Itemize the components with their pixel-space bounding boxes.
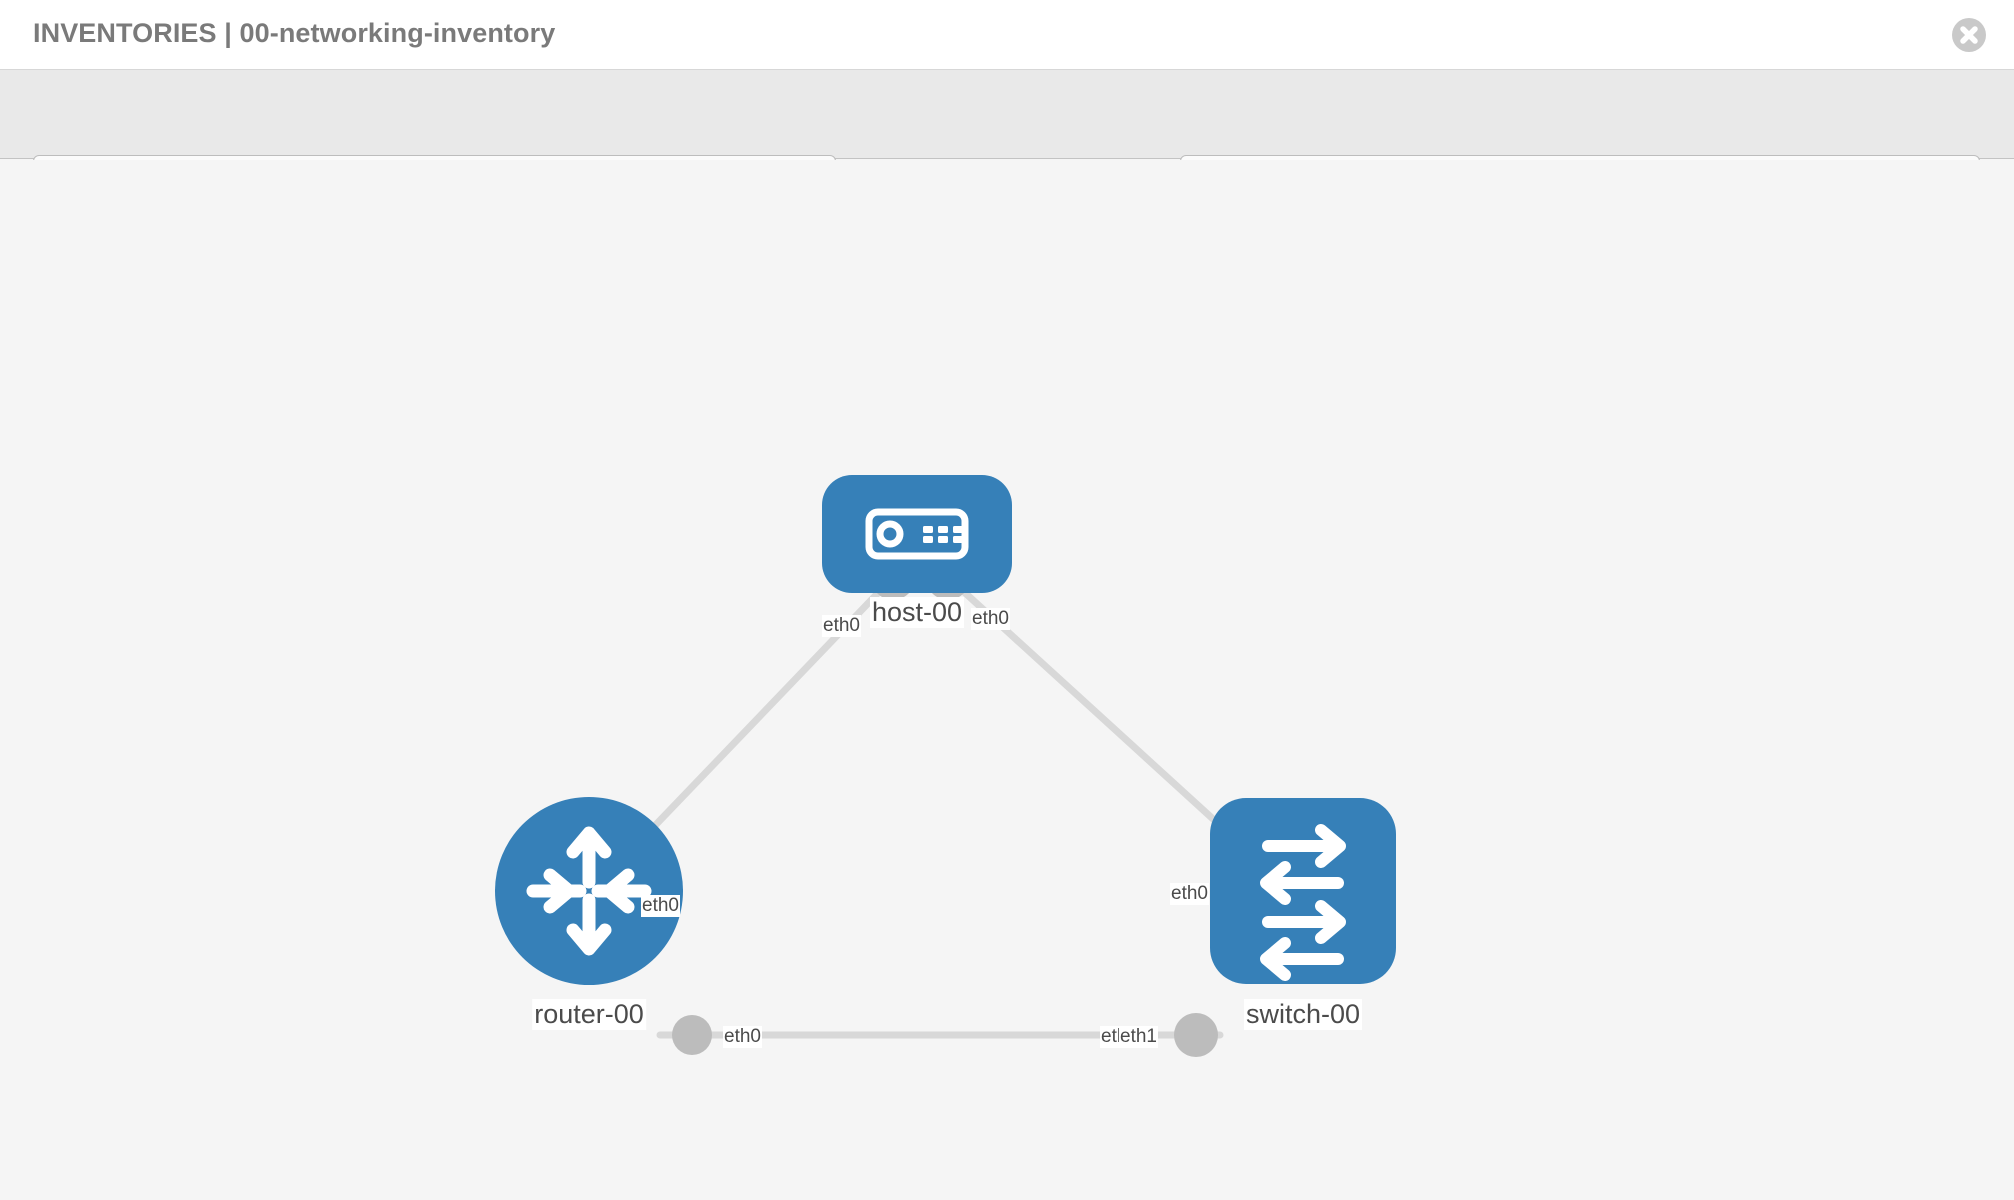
node-label-host-00: host-00	[869, 597, 965, 628]
topology-graph	[495, 475, 1396, 1057]
node-switch-00	[1210, 798, 1396, 984]
page-header: INVENTORIES | 00-networking-inventory	[0, 0, 2014, 70]
iface-label: eth0	[822, 615, 861, 637]
link-host00-router00	[618, 566, 904, 864]
connector-switch00-left	[1174, 1013, 1218, 1057]
iface-label: eth0	[723, 1026, 762, 1048]
iface-label: eth0	[641, 895, 680, 917]
topology-canvas[interactable]: host-00 router-00 switch-00 eth0 eth0 et…	[0, 160, 2014, 1200]
node-host-00	[822, 475, 1012, 593]
page-title: INVENTORIES | 00-networking-inventory	[33, 18, 556, 48]
close-icon[interactable]	[1952, 18, 1986, 52]
iface-label: eth0	[971, 608, 1010, 630]
node-router-00	[495, 797, 683, 985]
node-label-router-00: router-00	[532, 999, 646, 1030]
topology-links	[618, 566, 1262, 1039]
iface-label: eth1	[1119, 1026, 1158, 1048]
topology-connectors	[672, 556, 1259, 1057]
toolbar: ACTIONS SEARCH	[0, 70, 2014, 209]
iface-label: eth0	[1170, 883, 1209, 905]
node-label-switch-00: switch-00	[1243, 999, 1363, 1030]
connector-router00-right	[672, 1015, 712, 1055]
